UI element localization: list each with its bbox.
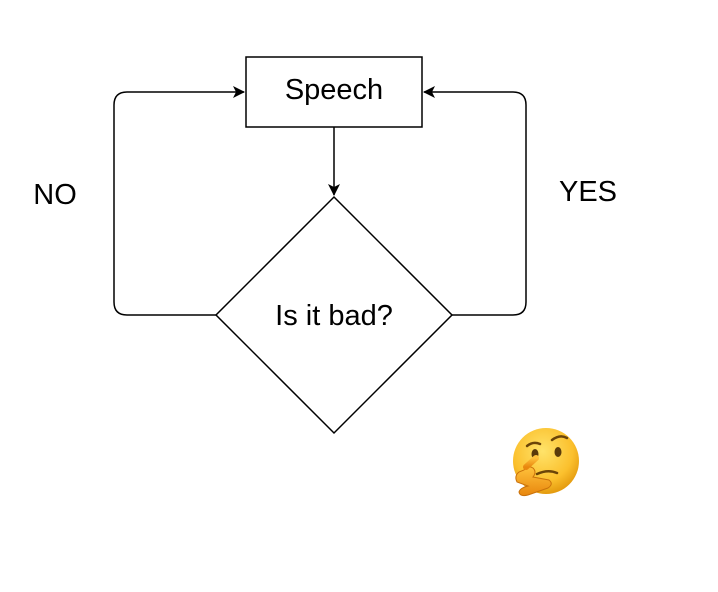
no-branch-label: NO [33, 179, 77, 211]
speech-label: Speech [285, 74, 383, 106]
decision-label: Is it bad? [275, 300, 393, 332]
no-loop-arrow [113, 86, 245, 316]
yes-loop-arrow [423, 86, 527, 316]
speech-process-node[interactable]: Speech [245, 56, 423, 128]
decision-node[interactable]: Is it bad? [214, 195, 454, 435]
speech-box [245, 56, 423, 128]
yes-branch-label: YES [559, 176, 617, 208]
thinking-face-icon [513, 428, 579, 497]
decision-diamond [214, 195, 454, 435]
